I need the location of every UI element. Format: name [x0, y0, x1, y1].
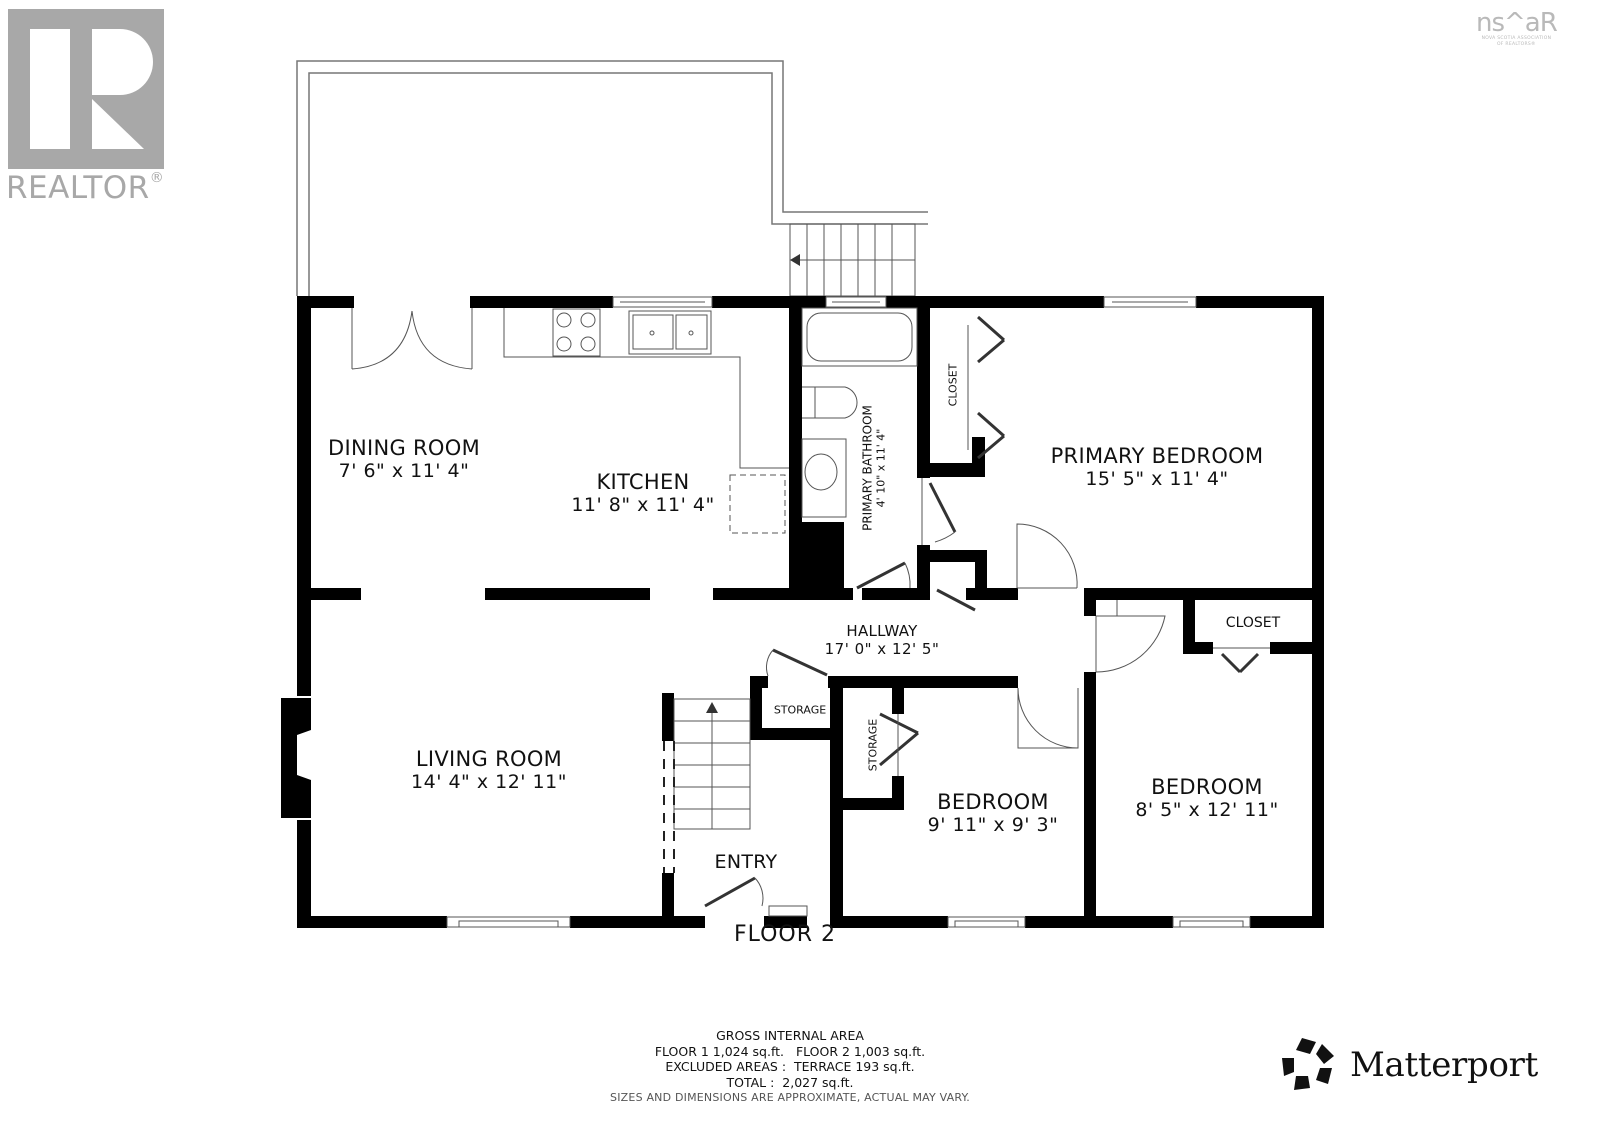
terrace-outline	[296, 60, 928, 296]
room-name: PRIMARY BATHROOM	[860, 405, 875, 531]
fireplace-icon	[297, 730, 311, 780]
bath-fixtures	[801, 307, 918, 518]
realtor-r-icon	[8, 9, 164, 169]
doors	[704, 315, 1260, 908]
realtor-wordmark: REALTOR®	[6, 170, 165, 206]
room-storage-vertical: STORAGE	[866, 718, 880, 772]
room-name: HALLWAY	[846, 622, 918, 640]
room-bedroom-right: BEDROOM 8' 5" x 12' 11"	[1135, 775, 1278, 821]
exterior-stairs	[789, 223, 916, 297]
matterport-wordmark: Matterport	[1350, 1045, 1538, 1085]
kitchen-fixtures	[503, 308, 789, 534]
room-dimensions: 14' 4" x 12' 11"	[411, 771, 567, 793]
room-name: PRIMARY BEDROOM	[1050, 444, 1264, 468]
room-living-room: LIVING ROOM 14' 4" x 12' 11"	[411, 747, 567, 793]
room-dimensions: 15' 5" x 11' 4"	[1085, 468, 1229, 490]
area-summary: GROSS INTERNAL AREA FLOOR 1 1,024 sq.ft.…	[610, 1028, 970, 1106]
room-primary-closet: CLOSET	[946, 363, 960, 407]
area-disclaimer: SIZES AND DIMENSIONS ARE APPROXIMATE, AC…	[610, 1091, 970, 1104]
stairs-up-arrow-icon	[706, 702, 718, 713]
room-name: ENTRY	[714, 851, 778, 873]
room-primary-bathroom: PRIMARY BATHROOM 4' 10" x 11' 4"	[861, 405, 888, 531]
area-heading: GROSS INTERNAL AREA	[716, 1028, 864, 1043]
room-dimensions: 4' 10" x 11' 4"	[874, 428, 888, 508]
room-dimensions: 9' 11" x 9' 3"	[927, 814, 1059, 836]
room-dining-room: DINING ROOM 7' 6" x 11' 4"	[328, 436, 480, 482]
nsar-subtitle-1: NOVA SCOTIA ASSOCIATION	[1481, 36, 1552, 41]
room-name: DINING ROOM	[328, 436, 480, 460]
floor-title: FLOOR 2	[733, 922, 837, 947]
room-dimensions: 8' 5" x 12' 11"	[1135, 799, 1279, 821]
room-dimensions: 11' 8" x 11' 4"	[571, 494, 715, 516]
door-arcs	[754, 325, 1270, 907]
room-primary-bedroom: PRIMARY BEDROOM 15' 5" x 11' 4"	[1051, 444, 1264, 490]
interior-stairs	[663, 698, 751, 873]
windows	[446, 296, 1251, 928]
room-dimensions: 7' 6" x 11' 4"	[338, 460, 470, 482]
room-name: KITCHEN	[596, 470, 690, 494]
matterport-logo: Matterport	[1280, 1036, 1538, 1094]
room-dimensions: 17' 0" x 12' 5"	[824, 640, 940, 658]
room-name: LIVING ROOM	[415, 747, 563, 771]
nsar-logo: ns^aR NOVA SCOTIA ASSOCIATION OF REALTOR…	[1476, 8, 1558, 48]
room-name: BEDROOM	[937, 790, 1049, 814]
room-entry: ENTRY	[715, 850, 778, 874]
nsar-subtitle-2: OF REALTORS®	[1496, 42, 1536, 47]
room-name: BEDROOM	[1151, 775, 1263, 799]
area-floors: FLOOR 1 1,024 sq.ft. FLOOR 2 1,003 sq.ft…	[654, 1043, 926, 1059]
room-closet-right: CLOSET	[1225, 615, 1281, 631]
room-bedroom-middle: BEDROOM 9' 11" x 9' 3"	[928, 790, 1059, 836]
room-storage-hall: STORAGE	[773, 703, 827, 717]
area-excluded: EXCLUDED AREAS : TERRACE 193 sq.ft.	[665, 1059, 915, 1074]
room-kitchen: KITCHEN 11' 8" x 11' 4"	[571, 470, 714, 516]
walls	[281, 296, 1324, 928]
matterport-pentagon-icon	[1282, 1038, 1334, 1090]
stairs-arrow-icon	[790, 254, 800, 266]
area-total: TOTAL : 2,027 sq.ft.	[726, 1074, 854, 1090]
dining-french-doors	[351, 308, 473, 370]
nsar-wordmark: ns^aR	[1476, 8, 1558, 38]
room-hallway: HALLWAY 17' 0" x 12' 5"	[825, 622, 940, 658]
